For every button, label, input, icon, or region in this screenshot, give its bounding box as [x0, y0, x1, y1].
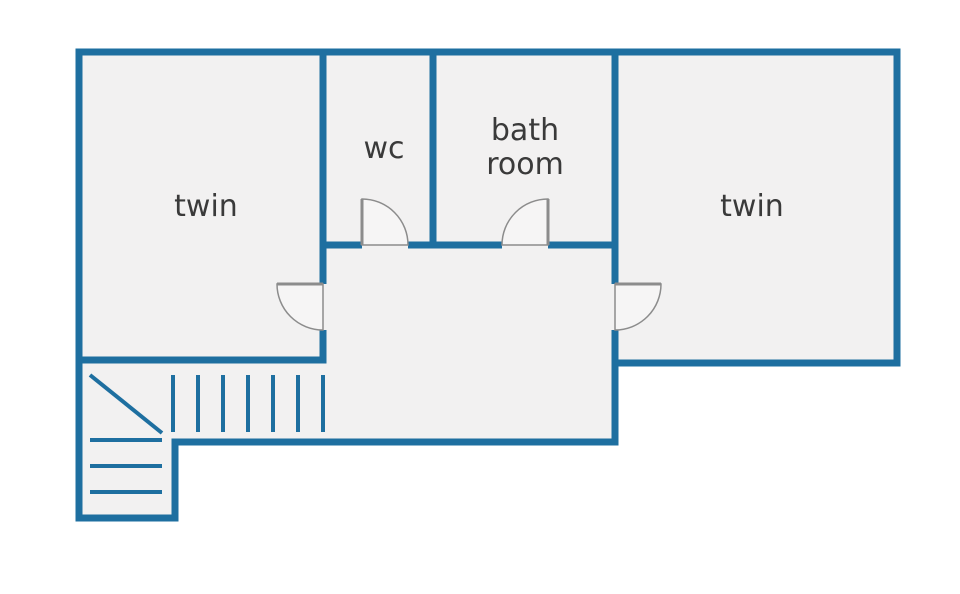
stair-diagonal: [88, 373, 164, 435]
outer-wall: [75, 48, 901, 522]
twin-right-door: [614, 282, 662, 331]
bathroom-door: [501, 198, 550, 246]
landing-floor-fill: [79, 360, 615, 442]
doors: [276, 198, 662, 331]
wc-label: wc: [363, 131, 404, 166]
bathroom-label-line1: bath: [491, 113, 559, 148]
floor-fills: [79, 52, 897, 518]
twin-right-label: twin: [720, 189, 784, 224]
twin-left-label: twin: [174, 189, 238, 224]
room-labels: twin wc bath room twin: [174, 113, 784, 224]
wc-door: [360, 198, 409, 246]
bathroom-label-line2: room: [486, 147, 564, 182]
twin-left-door: [276, 282, 324, 331]
staircase: [88, 373, 325, 494]
upper-floor-fill: [79, 52, 897, 363]
stair-floor-fill: [79, 438, 175, 518]
